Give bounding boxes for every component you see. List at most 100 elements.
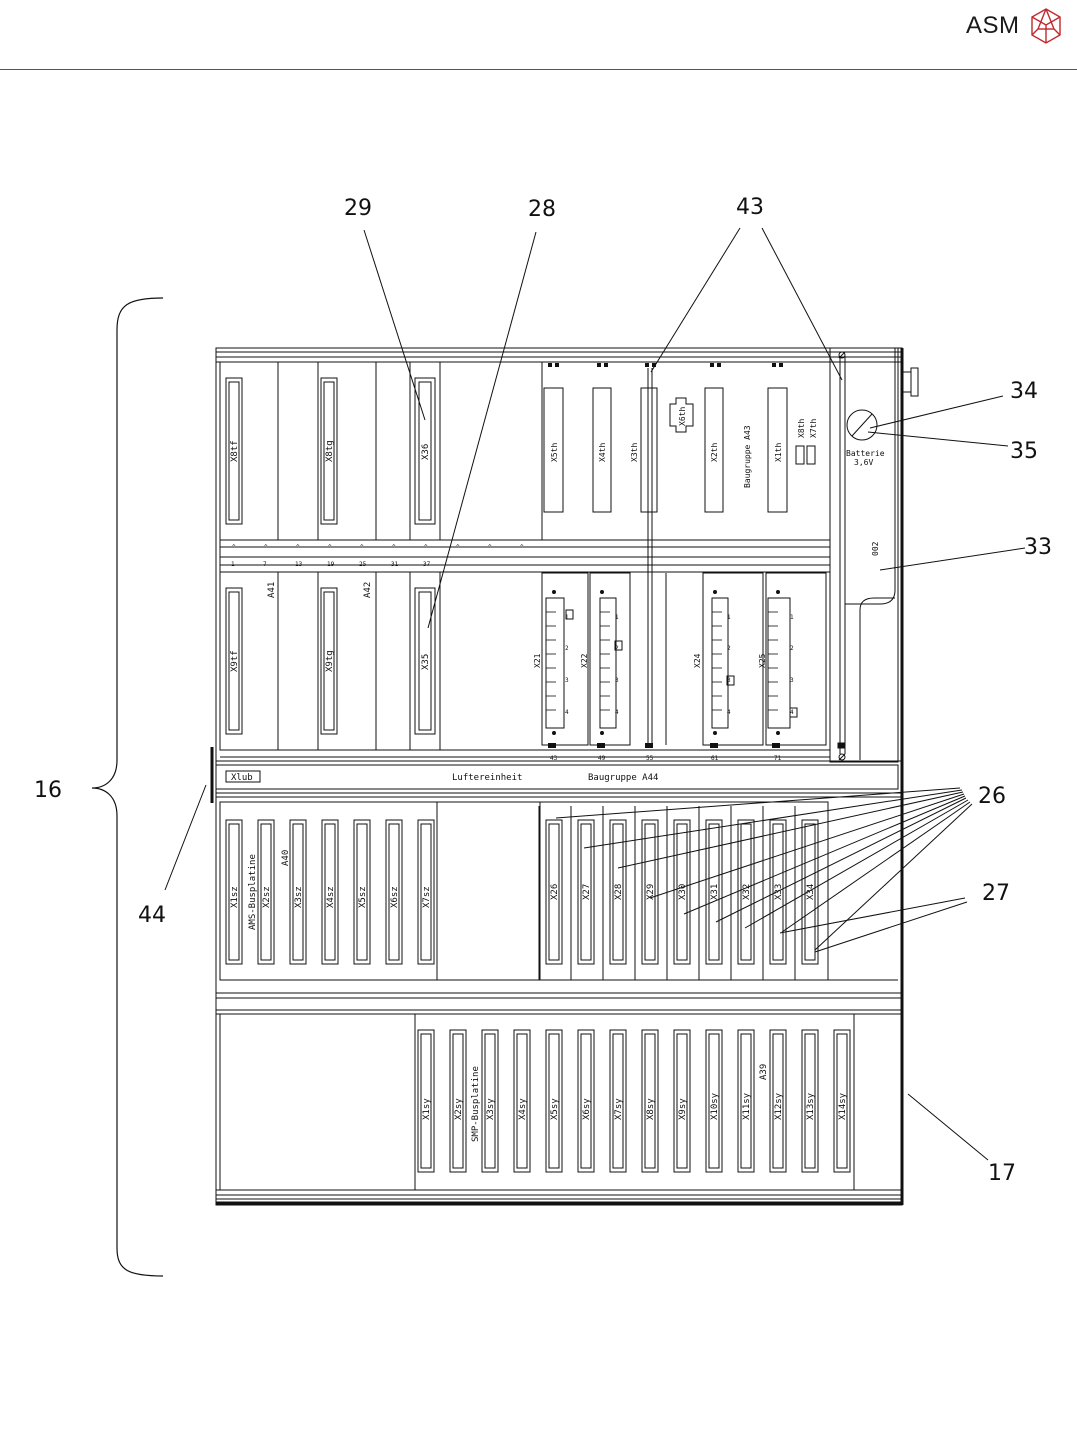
connector-label: X3sy bbox=[486, 1098, 496, 1120]
pin-number: 43 bbox=[550, 755, 558, 762]
connector: X8sy bbox=[641, 1029, 659, 1173]
callout-27: 27 bbox=[982, 881, 1010, 906]
connector: X28 bbox=[602, 806, 627, 980]
connector-label: X29 bbox=[646, 884, 656, 900]
a43-connector-labels: X5th X4th X3th X2th X1th X6th Baugruppe … bbox=[533, 407, 885, 668]
backplane-labels: AMS-Busplatine A40 SMP-Busplatine A39 bbox=[248, 850, 769, 1142]
connector-label: X7th bbox=[809, 419, 818, 438]
connector-label: X7sz bbox=[422, 886, 432, 908]
svg-text:^: ^ bbox=[296, 544, 300, 551]
connector: X34 bbox=[794, 806, 819, 980]
connector-label: X36 bbox=[421, 444, 431, 460]
smp-backplane-label: SMP-Busplatine bbox=[471, 1066, 481, 1142]
module-label: Baugruppe A43 bbox=[743, 425, 752, 488]
connector: X6sz bbox=[385, 819, 403, 965]
logo-text: ASM bbox=[966, 12, 1020, 39]
connector: X13sy bbox=[801, 1029, 819, 1173]
connector-label: X11sy bbox=[742, 1092, 752, 1120]
svg-text:2: 2 bbox=[790, 645, 794, 652]
svg-text:2: 2 bbox=[615, 645, 619, 652]
asm-logo-icon bbox=[1031, 8, 1061, 44]
callout-17: 17 bbox=[988, 1161, 1016, 1186]
connector-label: X2sz bbox=[262, 886, 272, 908]
connector-label: X13sy bbox=[806, 1092, 816, 1120]
svg-text:1: 1 bbox=[231, 561, 235, 568]
connector: X1sy bbox=[417, 1029, 435, 1173]
pin-number: 49 bbox=[598, 755, 606, 762]
svg-text:19: 19 bbox=[327, 561, 335, 568]
callout-26: 26 bbox=[978, 784, 1006, 809]
connector: X26 bbox=[538, 806, 563, 980]
connector: X6sy bbox=[577, 1029, 595, 1173]
connector-label: X14sy bbox=[838, 1092, 848, 1120]
svg-text:25: 25 bbox=[359, 561, 367, 568]
terminal-label: X21 bbox=[533, 653, 542, 668]
connector: X4sy bbox=[513, 1029, 531, 1173]
svg-text:7: 7 bbox=[263, 561, 267, 568]
module-label: A41 bbox=[267, 582, 277, 598]
connector-label: X5sz bbox=[358, 886, 368, 908]
connector-label: X6sy bbox=[582, 1098, 592, 1120]
svg-text:1: 1 bbox=[727, 614, 731, 621]
terminal-block-x22 bbox=[589, 572, 631, 746]
connector-label: X7sy bbox=[614, 1098, 624, 1120]
pin-number: 55 bbox=[646, 755, 654, 762]
connector-label: X1sz bbox=[230, 886, 240, 908]
svg-text:^: ^ bbox=[392, 544, 396, 551]
svg-text:4: 4 bbox=[790, 709, 794, 716]
connector-label: X2th bbox=[710, 443, 719, 462]
terminal-block-x25 bbox=[765, 572, 827, 746]
connector-label: X9sy bbox=[678, 1098, 688, 1120]
connector: X29 bbox=[634, 806, 659, 980]
svg-text:^: ^ bbox=[232, 544, 236, 551]
connector: X12sy bbox=[769, 1029, 787, 1173]
svg-text:1: 1 bbox=[615, 614, 619, 621]
upper-connector-labels: X8tf X8tg X36 X9tf X9tg X35 A41 A42 bbox=[230, 440, 431, 672]
connector: X4sz bbox=[321, 819, 339, 965]
side-code: 002 bbox=[871, 541, 880, 556]
connector: X7sy bbox=[609, 1029, 627, 1173]
callout-numbers: 29 28 43 34 35 33 16 26 27 44 17 bbox=[34, 195, 1052, 1186]
connector-label: X5th bbox=[550, 443, 559, 462]
connector-label: X8tg bbox=[325, 440, 335, 462]
battery-voltage: 3,6V bbox=[854, 458, 873, 467]
connector-label: X9tf bbox=[230, 650, 240, 672]
terminal-block-x24 bbox=[702, 572, 764, 746]
connector: X30 bbox=[666, 806, 691, 980]
connector: X31 bbox=[698, 806, 723, 980]
svg-text:^: ^ bbox=[264, 544, 268, 551]
svg-text:1: 1 bbox=[565, 614, 569, 621]
svg-text:3: 3 bbox=[727, 677, 731, 684]
connector: X3sy bbox=[481, 1029, 499, 1173]
svg-text:3: 3 bbox=[615, 677, 619, 684]
connector: X27 bbox=[570, 806, 595, 980]
callout-16: 16 bbox=[34, 778, 62, 803]
callout-35: 35 bbox=[1010, 439, 1038, 464]
callout-34: 34 bbox=[1010, 379, 1038, 404]
connector-label: X3th bbox=[630, 443, 639, 462]
brace-16 bbox=[91, 297, 164, 1277]
connector: X33 bbox=[762, 806, 787, 980]
svg-text:4: 4 bbox=[565, 709, 569, 716]
terminal-label: X24 bbox=[693, 653, 702, 668]
callout-44: 44 bbox=[138, 903, 166, 928]
connector-label: X8th bbox=[797, 419, 806, 438]
connector-label: X8sy bbox=[646, 1098, 656, 1120]
connector: X2sz bbox=[257, 819, 275, 965]
connector-label: X6sz bbox=[390, 886, 400, 908]
connector-label: X6th bbox=[678, 407, 687, 426]
pin-number: 61 bbox=[711, 755, 719, 762]
svg-text:4: 4 bbox=[615, 709, 619, 716]
callout-29: 29 bbox=[344, 196, 372, 221]
terminal-label: X25 bbox=[758, 653, 767, 668]
callout-33: 33 bbox=[1024, 535, 1052, 560]
connector-label: X4sz bbox=[326, 886, 336, 908]
connector-label: X8tf bbox=[230, 440, 240, 462]
ams-subrack bbox=[219, 801, 829, 981]
connector-label: X26 bbox=[550, 884, 560, 900]
svg-text:2: 2 bbox=[727, 645, 731, 652]
